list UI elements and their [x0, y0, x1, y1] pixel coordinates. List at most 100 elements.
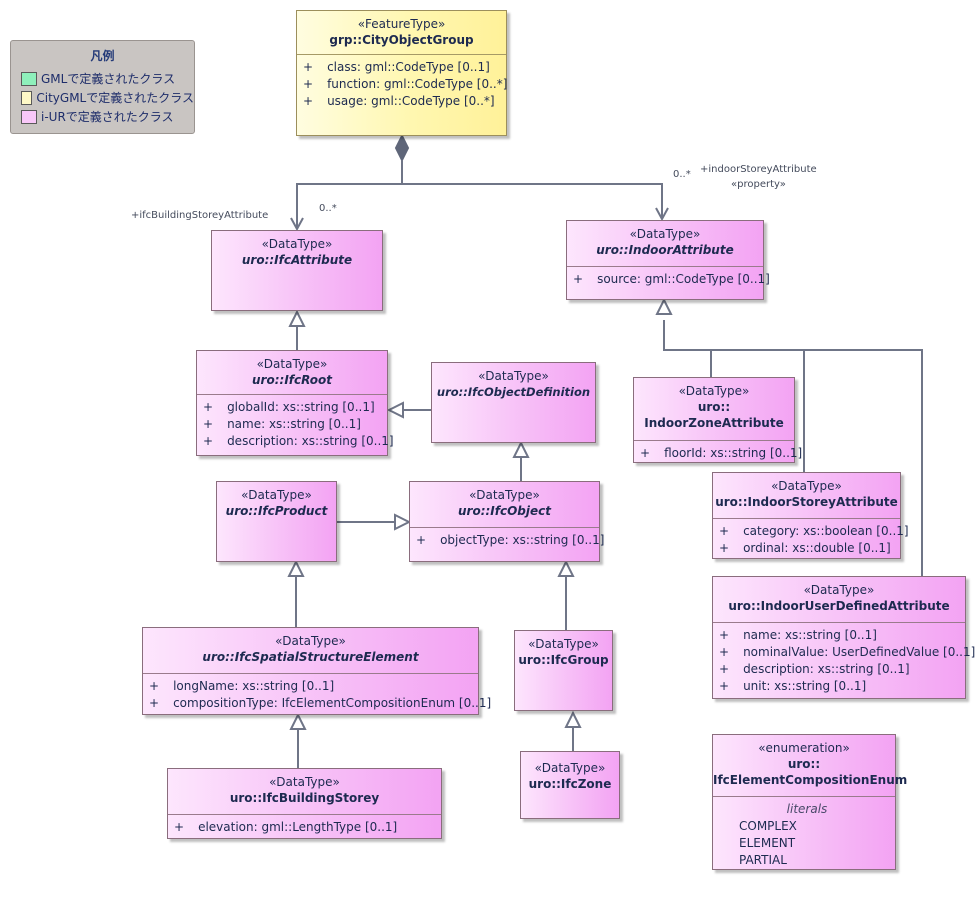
attribute-compartment: +globalId: xs::string [0..1] +name: xs::…: [197, 394, 394, 450]
stereotype: «DataType»: [469, 488, 540, 502]
role-label-indoor: +indoorStoreyAttribute: [700, 164, 817, 175]
stereotype: «DataType»: [256, 357, 328, 371]
class-indoor-zone-attribute[interactable]: «DataType» uro:: IndoorZoneAttribute +fl…: [633, 377, 803, 463]
class-ifc-object-definition[interactable]: «DataType» uro::IfcObjectDefinition: [431, 362, 596, 443]
class-header: «DataType» uro::IndoorStoreyAttribute: [713, 473, 900, 518]
class-name: IfcElementCompositionEnum: [713, 773, 908, 787]
class-header: «DataType» uro::IfcRoot: [197, 351, 387, 394]
class-header: «DataType» uro::IfcGroup: [515, 631, 612, 668]
class-name: uro::IndoorUserDefinedAttribute: [728, 599, 950, 613]
enum-literal: COMPLEX: [739, 819, 797, 833]
class-name: uro::IfcBuildingStorey: [229, 791, 380, 805]
class-ifc-group[interactable]: «DataType» uro::IfcGroup: [514, 630, 613, 711]
stereotype: «DataType»: [275, 634, 346, 648]
class-name: uro::IfcSpatialStructureElement: [202, 650, 419, 664]
class-header: «DataType» uro:: IndoorZoneAttribute: [634, 378, 794, 440]
class-ifc-zone[interactable]: «DataType» uro::IfcZone: [520, 751, 620, 819]
class-name: uro::IfcObject: [458, 504, 551, 518]
attribute-compartment: +elevation: gml::LengthType [0..1]: [168, 814, 441, 836]
class-header: «DataType» uro::IfcBuildingStorey: [168, 769, 441, 814]
class-ifc-attribute[interactable]: «DataType» uro::IfcAttribute: [211, 230, 383, 311]
legend-swatch: [21, 71, 37, 86]
class-ifc-root[interactable]: «DataType» uro::IfcRoot +globalId: xs::s…: [196, 350, 394, 456]
legend-swatch: [21, 90, 33, 105]
association-indoor-attribute: [402, 183, 663, 218]
attribute-row: +compositionType: IfcElementCompositionE…: [149, 696, 492, 710]
stereotype: «enumeration»: [758, 741, 850, 755]
attribute-row: +name: xs::string [0..1]: [203, 417, 361, 431]
legend-item: i-URで定義されたクラス: [11, 107, 194, 126]
generalization-indoor-tree: [663, 320, 923, 576]
attribute-row: +elevation: gml::LengthType [0..1]: [174, 820, 398, 834]
class-header: «DataType» uro::IfcZone: [521, 752, 619, 792]
legend: 凡例 GMLで定義されたクラス CityGMLで定義されたクラス i-URで定義…: [10, 40, 195, 134]
stereotype: «DataType»: [269, 775, 340, 789]
generalization-triangle: [386, 401, 404, 419]
attribute-row: +function: gml::CodeType [0..*]: [303, 77, 508, 91]
class-name: uro::IfcObjectDefinition: [436, 385, 591, 399]
class-header: «enumeration» uro:: IfcElementCompositio…: [713, 735, 908, 796]
association-ifc-attribute: [296, 160, 403, 228]
class-header: «DataType» uro::IfcObject: [410, 482, 599, 527]
class-name: grp::CityObjectGroup: [329, 33, 474, 47]
stereotype: «FeatureType»: [357, 17, 446, 31]
generalization-triangle: [394, 513, 412, 531]
stereotype: «DataType»: [261, 237, 333, 251]
enum-literal: PARTIAL: [739, 853, 787, 867]
enum-literal: ELEMENT: [739, 836, 796, 850]
class-name: uro::: [787, 757, 821, 771]
class-ifc-building-storey[interactable]: «DataType» uro::IfcBuildingStorey +eleva…: [167, 768, 442, 839]
class-name: uro::IfcGroup: [518, 653, 609, 667]
attribute-row: +description: xs::string [0..1]: [719, 662, 910, 676]
class-header: «FeatureType» grp::CityObjectGroup: [297, 11, 506, 54]
class-header: «DataType» uro::IfcSpatialStructureEleme…: [143, 628, 478, 673]
attribute-compartment: +objectType: xs::string [0..1]: [410, 527, 605, 549]
legend-label: CityGMLで定義されたクラス: [36, 91, 194, 105]
class-name: uro::IfcZone: [528, 777, 612, 791]
composition-diamond: [394, 133, 410, 163]
multiplicity-label-indoor: 0..*: [673, 169, 691, 180]
attribute-row: +longName: xs::string [0..1]: [149, 679, 335, 693]
class-city-object-group[interactable]: «FeatureType» grp::CityObjectGroup +clas…: [296, 10, 507, 136]
class-header: «DataType» uro::IfcProduct: [217, 482, 336, 519]
attribute-row: +nominalValue: UserDefinedValue [0..1]: [719, 645, 975, 659]
attribute-compartment: +floorId: xs::string [0..1]: [634, 440, 803, 462]
class-header: «DataType» uro::IfcAttribute: [212, 231, 382, 268]
class-indoor-user-defined-attribute[interactable]: «DataType» uro::IndoorUserDefinedAttribu…: [712, 576, 975, 699]
generalization-triangle: [289, 712, 307, 730]
literals-title: literals: [786, 802, 828, 816]
stereotype: «DataType»: [478, 369, 549, 383]
enum-ifc-element-composition[interactable]: «enumeration» uro:: IfcElementCompositio…: [712, 734, 908, 870]
class-ifc-product[interactable]: «DataType» uro::IfcProduct: [216, 481, 337, 562]
class-name: uro::: [697, 400, 731, 414]
class-name: uro::IndoorAttribute: [596, 243, 734, 257]
class-header: «DataType» uro::IndoorAttribute: [567, 221, 763, 266]
stereotype-label-indoor: «property»: [731, 179, 786, 190]
attribute-row: +floorId: xs::string [0..1]: [640, 446, 803, 460]
stereotype: «DataType»: [534, 761, 606, 775]
class-indoor-attribute[interactable]: «DataType» uro::IndoorAttribute +source:…: [566, 220, 770, 300]
generalization-triangle: [557, 559, 575, 577]
stereotype: «DataType»: [771, 479, 842, 493]
class-name: IndoorZoneAttribute: [644, 416, 784, 430]
legend-title: 凡例: [90, 49, 115, 63]
multiplicity-label-ifc: 0..*: [319, 203, 337, 214]
generalization-triangle: [288, 309, 306, 327]
class-header: «DataType» uro::IfcObjectDefinition: [432, 363, 595, 400]
attribute-row: +objectType: xs::string [0..1]: [416, 533, 605, 547]
stereotype: «DataType»: [241, 488, 312, 502]
class-indoor-storey-attribute[interactable]: «DataType» uro::IndoorStoreyAttribute +c…: [712, 472, 909, 559]
role-label-ifc: +ifcBuildingStoreyAttribute: [131, 210, 269, 221]
attribute-row: +description: xs::string [0..1]: [203, 434, 394, 448]
class-ifc-object[interactable]: «DataType» uro::IfcObject +objectType: x…: [409, 481, 605, 562]
attribute-compartment: +source: gml::CodeType [0..1]: [567, 266, 770, 288]
arrowhead-ifc-attribute: [290, 217, 304, 232]
generalization-triangle: [287, 559, 305, 577]
attribute-row: +ordinal: xs::double [0..1]: [719, 541, 891, 555]
generalization-triangle: [564, 710, 582, 728]
attribute-compartment: +category: xs::boolean [0..1] +ordinal: …: [713, 518, 909, 557]
generalization-triangle: [512, 440, 530, 458]
attribute-compartment: +class: gml::CodeType [0..1] +function: …: [297, 54, 508, 110]
class-ifc-spatial-structure-element[interactable]: «DataType» uro::IfcSpatialStructureEleme…: [142, 627, 492, 715]
